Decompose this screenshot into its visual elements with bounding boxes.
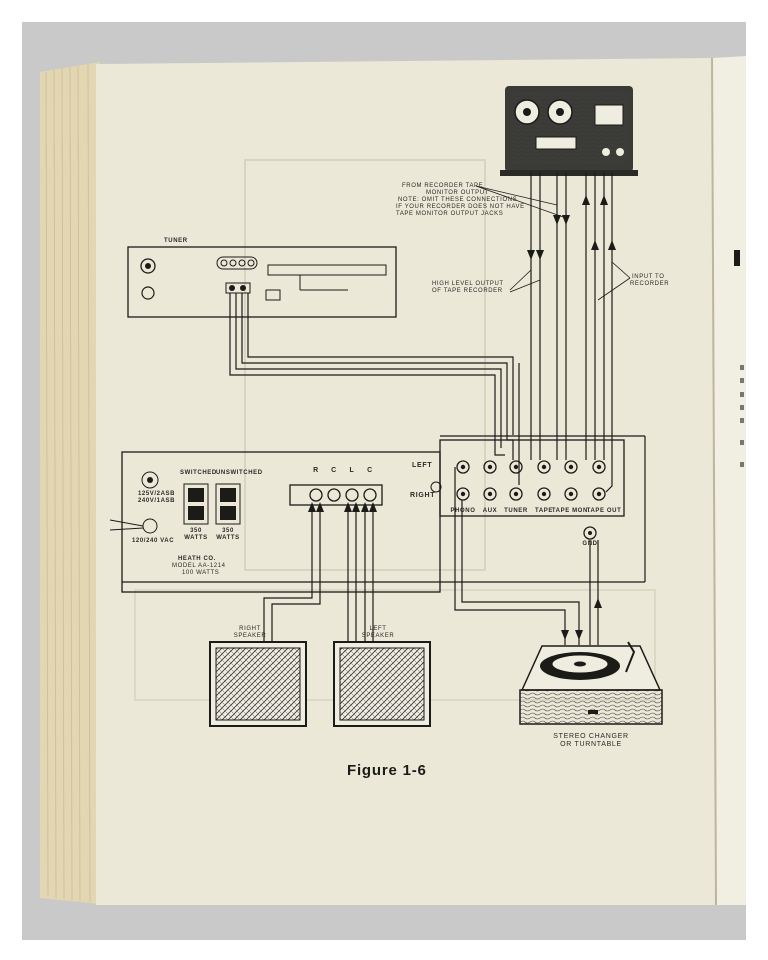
watts-line: 350 — [222, 528, 234, 534]
watts-line: WATTS — [216, 534, 240, 541]
high-level-label: HIGH LEVEL OUTPUT OF TAPE RECORDER — [432, 281, 504, 295]
recorder-note-line: IF YOUR RECORDER DOES NOT HAVE — [396, 203, 525, 210]
turntable-drawing — [519, 641, 663, 725]
left-speaker-label: LEFT SPEAKER — [362, 626, 395, 640]
model-line: MODEL AA-1214 — [172, 562, 226, 569]
watts-switched-label: 350 WATTS — [184, 528, 208, 542]
figure-caption: Figure 1-6 — [347, 762, 427, 779]
changer-line: STEREO CHANGER — [553, 733, 629, 740]
jack-label-tape-mon: TAPE MON. — [551, 508, 591, 514]
terminal-label-l: L — [349, 467, 355, 474]
recorder-note: FROM RECORDER TAPE MONITOR OUTPUT NOTE: … — [396, 183, 525, 217]
recorder-note-line: MONITOR OUTPUT — [426, 189, 489, 196]
input-to-line: RECORDER — [630, 280, 670, 287]
recorder-note-line: NOTE: OMIT THESE CONNECTIONS — [398, 196, 518, 203]
right-speaker-drawing — [209, 641, 307, 727]
watts-line: WATTS — [184, 534, 208, 541]
jack-label-tape-out: TAPE OUT — [586, 508, 622, 514]
gnd-label: GND — [582, 541, 598, 547]
speaker-line: SPEAKER — [361, 632, 395, 639]
right-speaker-label: RIGHT SPEAKER — [234, 626, 267, 640]
model-label: HEATH CO. MODEL AA-1214 100 WATTS — [172, 556, 226, 577]
input-to-line: INPUT TO — [632, 274, 665, 280]
watts-line: 350 — [190, 528, 202, 534]
changer-line: OR TURNTABLE — [560, 741, 622, 749]
high-level-line: OF TAPE RECORDER — [432, 287, 503, 294]
changer-label: STEREO CHANGER OR TURNTABLE — [553, 733, 629, 749]
tuner-cables — [229, 293, 520, 485]
speaker-cables — [263, 504, 374, 642]
fuse-label: 125V/2ASB 240V/1ASB — [138, 491, 175, 505]
tape-recorder — [500, 86, 638, 176]
jack-label-phono: PHONO — [450, 508, 476, 514]
left-speaker-drawing — [333, 641, 431, 727]
watts-unswitched-label: 350 WATTS — [216, 528, 240, 542]
vac-label: 120/240 VAC — [132, 538, 175, 544]
model-line: 100 WATTS — [182, 569, 220, 576]
jack-label-aux: AUX — [482, 508, 498, 514]
fuse-line: 240V/1ASB — [138, 497, 176, 504]
jack-label-tape: TAPE — [535, 508, 553, 514]
fuse-line: 125V/2ASB — [138, 491, 176, 497]
recorder-note-line: TAPE MONITOR OUTPUT JACKS — [396, 210, 504, 217]
terminal-label-c: C — [331, 467, 337, 474]
terminal-label-c2: C — [367, 467, 373, 474]
model-line: HEATH CO. — [178, 556, 216, 562]
channel-right-label: RIGHT — [410, 492, 436, 499]
input-to-recorder-label: INPUT TO RECORDER — [630, 274, 669, 288]
high-level-line: HIGH LEVEL OUTPUT — [432, 281, 504, 287]
recorder-note-line: FROM RECORDER TAPE — [402, 183, 484, 189]
speaker-line: SPEAKER — [233, 632, 267, 639]
page-stack — [40, 62, 100, 904]
tuner — [127, 246, 397, 318]
speaker-line: LEFT — [369, 626, 387, 632]
jack-label-tuner: TUNER — [504, 508, 528, 514]
switched-label: SWITCHED — [180, 470, 217, 476]
turntable-cables — [454, 467, 599, 645]
terminal-label-r: R — [313, 467, 319, 474]
unswitched-label: UNSWITCHED — [216, 470, 263, 476]
channel-left-label: LEFT — [412, 462, 433, 469]
speaker-line: RIGHT — [239, 626, 261, 632]
amplifier — [109, 435, 646, 593]
tuner-label: TUNER — [164, 238, 188, 244]
